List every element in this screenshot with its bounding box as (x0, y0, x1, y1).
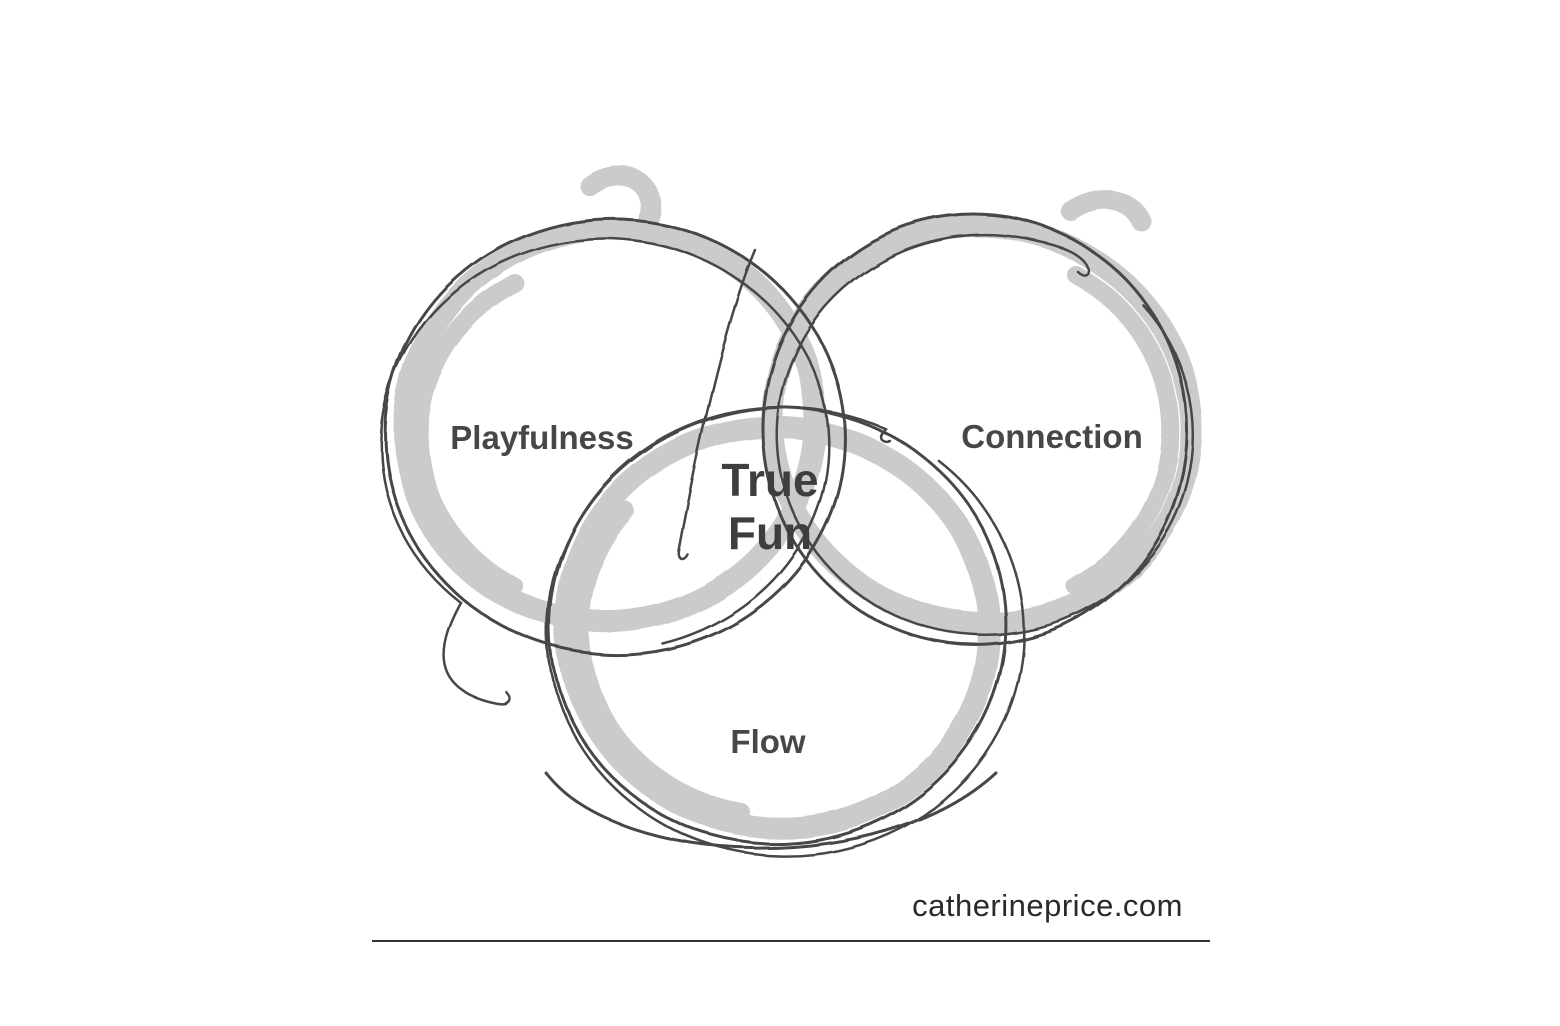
center-pen-tail-stroke (677, 248, 757, 560)
flow-ink-stroke (546, 406, 1025, 858)
playfulness-marker-stroke (393, 166, 827, 633)
flow-marker-stroke (555, 416, 1001, 840)
footer-divider-line (372, 940, 1210, 942)
flow-label: Flow (730, 723, 806, 760)
true-fun-line1: True (721, 454, 819, 506)
connection-label: Connection (961, 418, 1143, 455)
playfulness-label: Playfulness (450, 419, 634, 456)
attribution-text: catherineprice.com (912, 888, 1183, 923)
true-fun-label: True Fun (721, 454, 818, 560)
ink-dark-layer (379, 213, 1195, 858)
marker-gray-layer (393, 166, 1203, 840)
connection-ink-stroke (761, 213, 1195, 647)
connection-marker-stroke (761, 190, 1203, 635)
true-fun-line2: Fun (727, 507, 813, 559)
